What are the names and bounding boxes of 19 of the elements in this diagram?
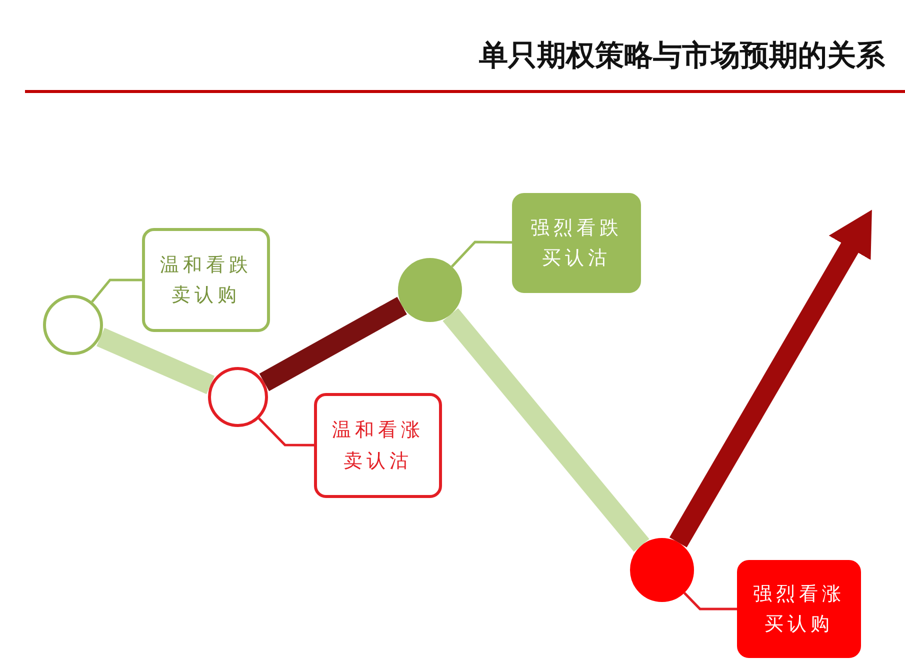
callout-box [737, 560, 861, 658]
leader-line [450, 240, 512, 268]
callout-box [512, 193, 641, 293]
leader-line [258, 418, 314, 446]
trend-bar [442, 308, 650, 552]
circle-marker [208, 367, 268, 427]
leader-line [91, 278, 142, 303]
callout-text: 温和看跌卖认购 [159, 252, 253, 308]
trend-bar [96, 328, 214, 394]
callout-text: 强烈看跌买认沽 [530, 216, 624, 271]
callout-box [314, 393, 442, 498]
leader-line [683, 592, 737, 610]
circle-marker [630, 538, 694, 602]
title: 单只期权策略与市场预期的关系 [479, 37, 885, 74]
callout-text: 强烈看涨买认购 [752, 582, 846, 637]
callout-text: 温和看涨卖认沽 [331, 418, 425, 474]
trend-arrow [669, 210, 872, 548]
callout-box [142, 228, 270, 332]
circle-marker [398, 258, 462, 322]
